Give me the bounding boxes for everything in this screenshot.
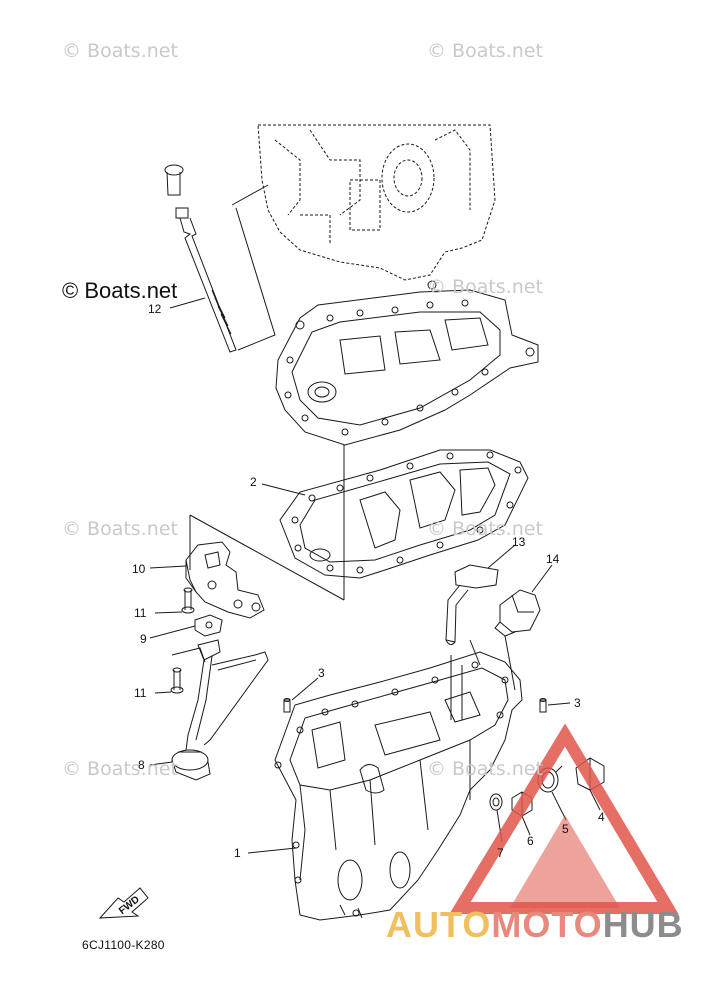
leader-line-bracket [189,514,345,601]
exhaust-guide-plate [275,280,539,446]
callout-11: 11 [134,606,147,620]
callout-11: 11 [134,686,147,700]
leader-4 [589,789,601,811]
watermark: © Boats.net [62,758,178,780]
callout-3: 3 [318,666,325,680]
leader-11a [154,611,183,614]
callout-4: 4 [598,810,605,824]
leader-9 [149,625,196,639]
leader-13 [487,544,516,569]
leader-12 [169,297,206,309]
leader-line-block [231,184,276,351]
callout-3: 3 [574,696,581,710]
watermark: © Boats.net [427,518,543,540]
dipstick [164,164,237,353]
callout-12: 12 [148,302,162,316]
leader-6 [521,815,531,836]
brand-part-hub: HUB [602,904,684,945]
callout-14: 14 [546,552,560,566]
callout-10: 10 [132,562,146,576]
callout-7: 7 [497,846,504,860]
oil-pan [274,651,523,921]
callout-5: 5 [562,822,569,836]
bracket [185,541,265,619]
leader-3a [291,677,319,701]
callout-1: 1 [234,846,241,860]
leader-5 [551,791,567,821]
callout-13: 13 [512,535,526,549]
spacer [194,614,223,637]
washer [489,793,503,811]
callout-8: 8 [138,758,145,772]
dowel-pin-right [539,698,547,713]
copyright-label: © Boats.net [62,278,178,303]
leader-10 [149,565,187,569]
watermark: © Boats.net [427,758,543,780]
hose [445,564,499,646]
bolt-lower [170,667,184,694]
dowel-pin-left [283,698,291,713]
leader-14 [531,564,553,593]
leader-1 [247,847,297,854]
clip-bracket [494,589,541,637]
watermark: © Boats.net [62,518,178,540]
leader-3b [547,702,571,706]
part-code: 6CJ1100-K280 [82,938,165,952]
brand-logo-icon [449,723,679,914]
callout-2: 2 [250,475,257,489]
brand-part-auto: AUTO [386,904,492,945]
watermark: © Boats.net [62,40,178,62]
gasket [279,449,529,579]
callout-6: 6 [527,834,534,848]
fwd-arrow [98,887,149,919]
watermark: © Boats.net [427,276,543,298]
brand-logo-text: AUTOMOTOHUB [386,904,684,946]
leader-2 [261,483,306,496]
brand-part-moto: MOTO [491,904,603,945]
engine-block-outline [257,124,496,281]
watermark: © Boats.net [427,40,543,62]
oil-strainer [171,639,269,781]
bolt-upper [181,587,195,614]
leader-8 [149,761,173,766]
leader-11b [154,691,172,694]
callout-9: 9 [140,632,147,646]
